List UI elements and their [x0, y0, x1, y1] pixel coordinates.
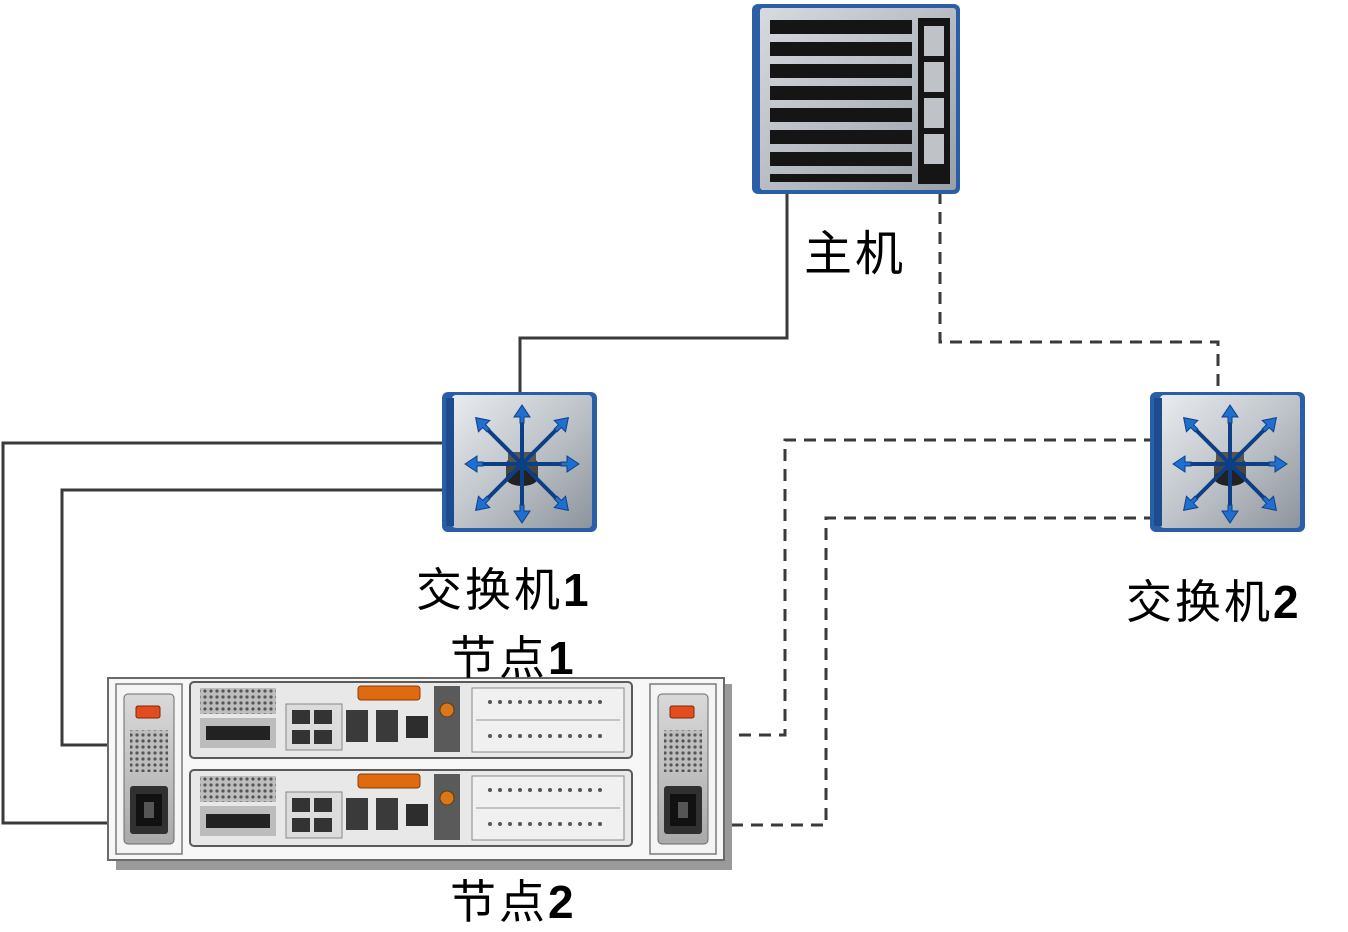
controller-node1-icon	[189, 681, 633, 759]
switch2-icon	[1150, 392, 1305, 532]
link-switch1-node1	[60, 488, 446, 747]
link-switch2-node2	[722, 516, 1156, 827]
host-label: 主机	[804, 226, 907, 282]
dashed-links	[722, 192, 1220, 827]
link-switch1-node2	[1, 441, 446, 825]
node1-label: 节点1	[450, 631, 574, 685]
node2-label: 节点2	[450, 875, 574, 929]
psu-right-icon	[649, 683, 717, 855]
host-server-icon	[752, 4, 960, 194]
psu-left-icon	[115, 683, 183, 855]
switch1-label: 交换机1	[416, 563, 589, 617]
link-host-switch2	[938, 192, 1220, 396]
switch2-label: 交换机2	[1126, 575, 1299, 629]
solid-links	[1, 188, 789, 825]
storage-enclosure-icon	[107, 677, 732, 870]
controller-node2-icon	[189, 769, 633, 847]
link-switch2-node1	[722, 438, 1156, 737]
link-host-switch1	[518, 188, 789, 400]
switch1-icon	[442, 392, 597, 532]
